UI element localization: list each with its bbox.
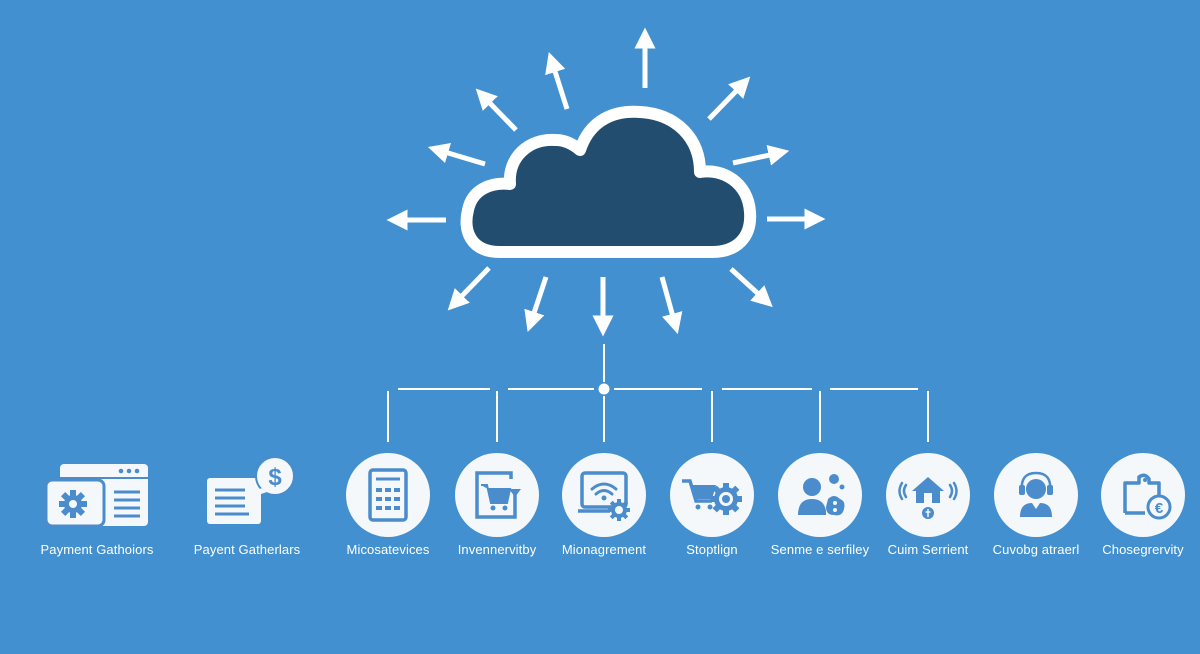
- arrow-icon: [732, 144, 790, 166]
- radiating-arrows: [386, 27, 826, 337]
- headset-support-icon: [1019, 471, 1053, 517]
- laptop-wifi-gear-icon: [578, 471, 630, 521]
- node-service[interactable]: Senme e serfiley: [771, 0, 869, 557]
- node-inventory[interactable]: Invennervitby: [455, 0, 539, 557]
- arrow-icon: [545, 51, 570, 110]
- node-label: Mionagrement: [561, 542, 647, 557]
- node-customer-support[interactable]: Cuvobg atraerl: [993, 0, 1079, 557]
- node-circle: [670, 453, 754, 537]
- node-label: Cuim Serrient: [887, 542, 969, 557]
- node-payment-gateways-1[interactable]: Payment Gathoiors: [41, 0, 153, 557]
- browser-settings-icon: [44, 464, 148, 528]
- node-circle: [994, 453, 1078, 537]
- node-custom-service[interactable]: Cuim Serrient: [886, 0, 970, 557]
- node-label: Payment Gathoiors: [40, 542, 154, 557]
- node-label: Cuvobg atraerl: [992, 542, 1080, 557]
- cart-gear-icon: [682, 479, 742, 515]
- node-circle: [346, 453, 430, 537]
- arrow-icon: [524, 276, 549, 332]
- tag-euro-icon: €: [1123, 473, 1172, 520]
- node-payment-gateways-2[interactable]: $ Payent Gatherlars: [194, 0, 300, 557]
- node-circle: [778, 453, 862, 537]
- node-label: Payent Gatherlars: [193, 542, 301, 557]
- junction-dot: [598, 383, 610, 395]
- node-circle: [886, 453, 970, 537]
- node-management[interactable]: Mionagrement: [562, 0, 646, 557]
- node-microservices[interactable]: Micosatevices: [346, 0, 430, 557]
- arrow-icon: [659, 276, 683, 335]
- smart-home-icon: [898, 477, 958, 519]
- connector-lines: [387, 344, 929, 442]
- arrow-icon: [707, 76, 751, 121]
- svg-text:$: $: [268, 464, 282, 491]
- node-circle: [455, 453, 539, 537]
- user-group-icon: [798, 474, 845, 516]
- node-circle: €: [1101, 453, 1185, 537]
- node-label: Micosatevices: [346, 542, 430, 557]
- arrow-icon: [447, 266, 491, 311]
- arrow-icon: [729, 267, 773, 308]
- arrow-icon: [427, 142, 486, 167]
- cart-refresh-icon: [475, 471, 521, 519]
- svg-text:€: €: [1155, 500, 1164, 517]
- node-shopping[interactable]: Stoptlign: [670, 0, 754, 557]
- node-label: Stoptlign: [686, 542, 738, 557]
- node-circle: [562, 453, 646, 537]
- document-dollar-icon: $: [207, 456, 295, 524]
- cloud-icon: [460, 105, 757, 258]
- node-label: Invennervitby: [457, 542, 537, 557]
- node-label: Senme e serfiley: [770, 542, 870, 557]
- arrow-icon: [475, 88, 518, 132]
- node-chargeability[interactable]: € Chosegrervity: [1101, 0, 1185, 557]
- calculator-icon: [368, 468, 408, 522]
- node-label: Chosegrervity: [1102, 542, 1184, 557]
